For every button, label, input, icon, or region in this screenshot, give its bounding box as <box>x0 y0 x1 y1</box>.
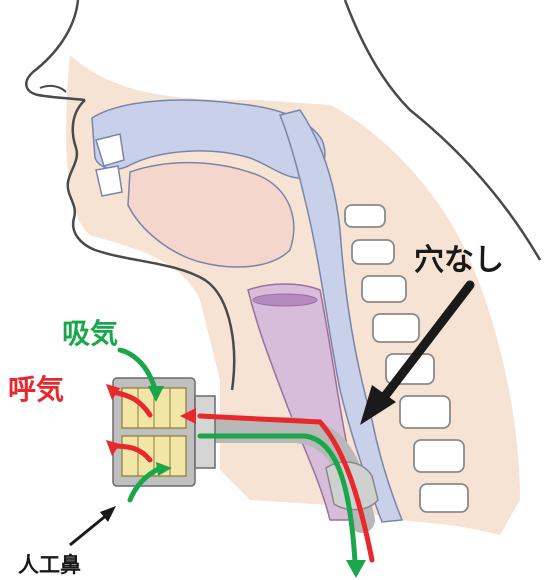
no-hole-label: 穴なし <box>414 246 504 276</box>
nostril <box>40 86 66 92</box>
exhale-label: 呼気 <box>8 376 64 404</box>
artificial-nose-label: 人工鼻 <box>18 555 81 576</box>
inhale-label: 吸気 <box>62 320 118 348</box>
vocal-cord <box>253 294 317 306</box>
